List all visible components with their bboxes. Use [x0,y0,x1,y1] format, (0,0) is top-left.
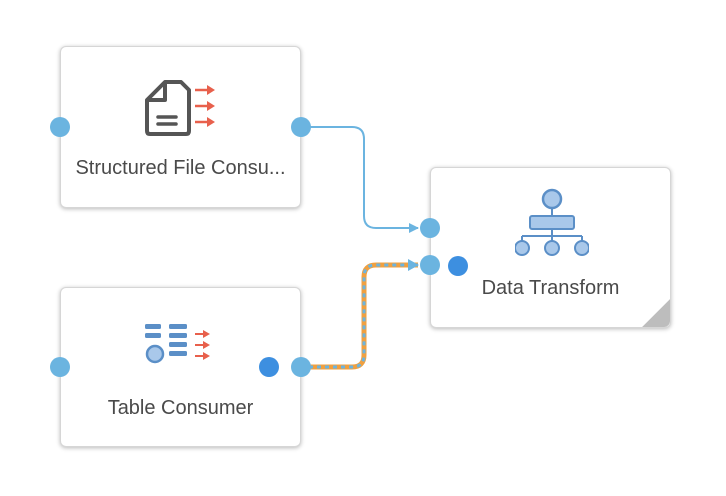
node-structured-file-consumer[interactable]: Structured File Consu... [60,46,301,208]
connection-table-to-transform[interactable] [301,259,419,370]
file-consumer-icon [145,80,215,136]
page-curl-icon [642,299,670,327]
input-port-transform-2[interactable] [420,255,440,275]
node-label: Data Transform [481,277,620,299]
input-port-file-consumer[interactable] [50,117,70,137]
node-label: Structured File Consu... [75,157,286,179]
input-port-table-consumer[interactable] [50,357,70,377]
node-label: Table Consumer [107,397,254,419]
connection-file-to-transform[interactable] [301,126,419,233]
input-port-transform-1[interactable] [420,218,440,238]
error-port-table-consumer[interactable] [259,357,279,377]
node-data-transform[interactable]: Data Transform [430,167,671,328]
output-port-table-consumer[interactable] [291,357,311,377]
table-consumer-icon [145,324,210,364]
output-port-file-consumer[interactable] [291,117,311,137]
hierarchy-transform-icon [515,188,589,256]
new-input-port-transform[interactable] [448,256,468,276]
